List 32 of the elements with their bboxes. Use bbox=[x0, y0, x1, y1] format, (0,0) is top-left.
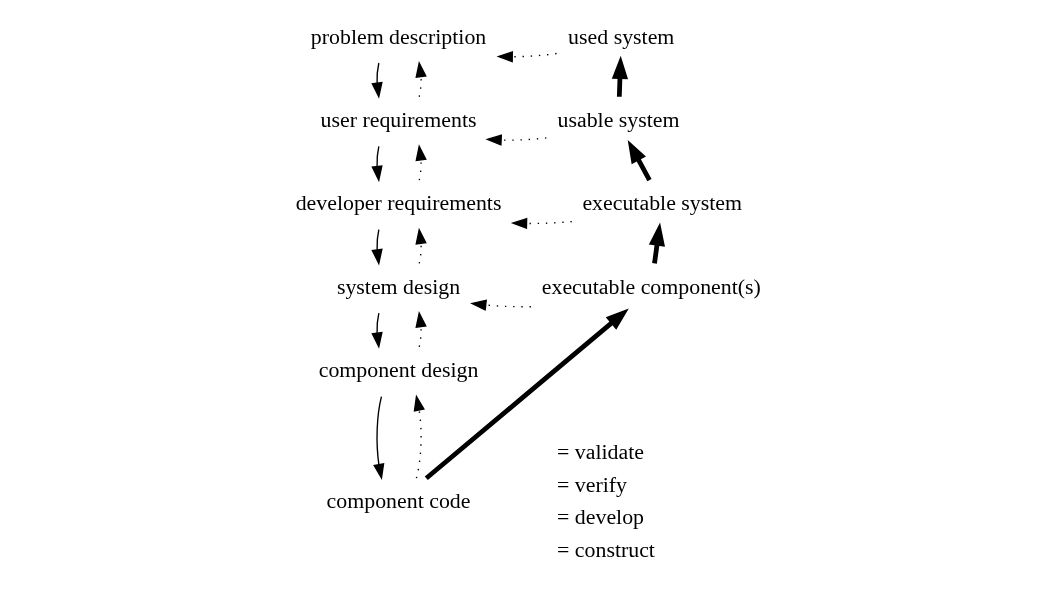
node-text: used system bbox=[567, 24, 674, 49]
node-text: executable system bbox=[581, 191, 742, 216]
node-text: usable system bbox=[557, 107, 680, 132]
arrow bbox=[414, 144, 427, 181]
node-text: user requirements bbox=[320, 107, 477, 132]
arrow bbox=[469, 299, 532, 311]
legend-label: = verify bbox=[556, 472, 627, 497]
legend-label: = construct bbox=[556, 538, 655, 563]
arrow bbox=[414, 60, 427, 98]
arrow bbox=[611, 55, 628, 97]
node-text: executable component(s) bbox=[541, 274, 761, 299]
arrow bbox=[496, 51, 557, 63]
legend-label: = develop bbox=[556, 505, 644, 530]
arrow bbox=[370, 312, 383, 349]
arrow bbox=[372, 395, 384, 481]
arrow bbox=[484, 134, 547, 146]
arrow bbox=[370, 229, 383, 266]
arrow bbox=[510, 217, 572, 230]
node-text: problem description bbox=[310, 24, 486, 49]
arrow bbox=[413, 394, 425, 479]
node-text: developer requirements bbox=[295, 191, 501, 216]
arrow bbox=[370, 145, 383, 183]
arrow bbox=[414, 311, 427, 348]
legend-label: = validate bbox=[556, 439, 644, 464]
node-text: component design bbox=[318, 357, 478, 382]
arrow bbox=[627, 140, 652, 182]
node-text: system design bbox=[336, 274, 460, 299]
arrow bbox=[424, 308, 629, 481]
arrow bbox=[648, 222, 665, 264]
arrow bbox=[370, 62, 383, 99]
node-text: component code bbox=[326, 489, 470, 514]
arrow bbox=[414, 227, 427, 265]
